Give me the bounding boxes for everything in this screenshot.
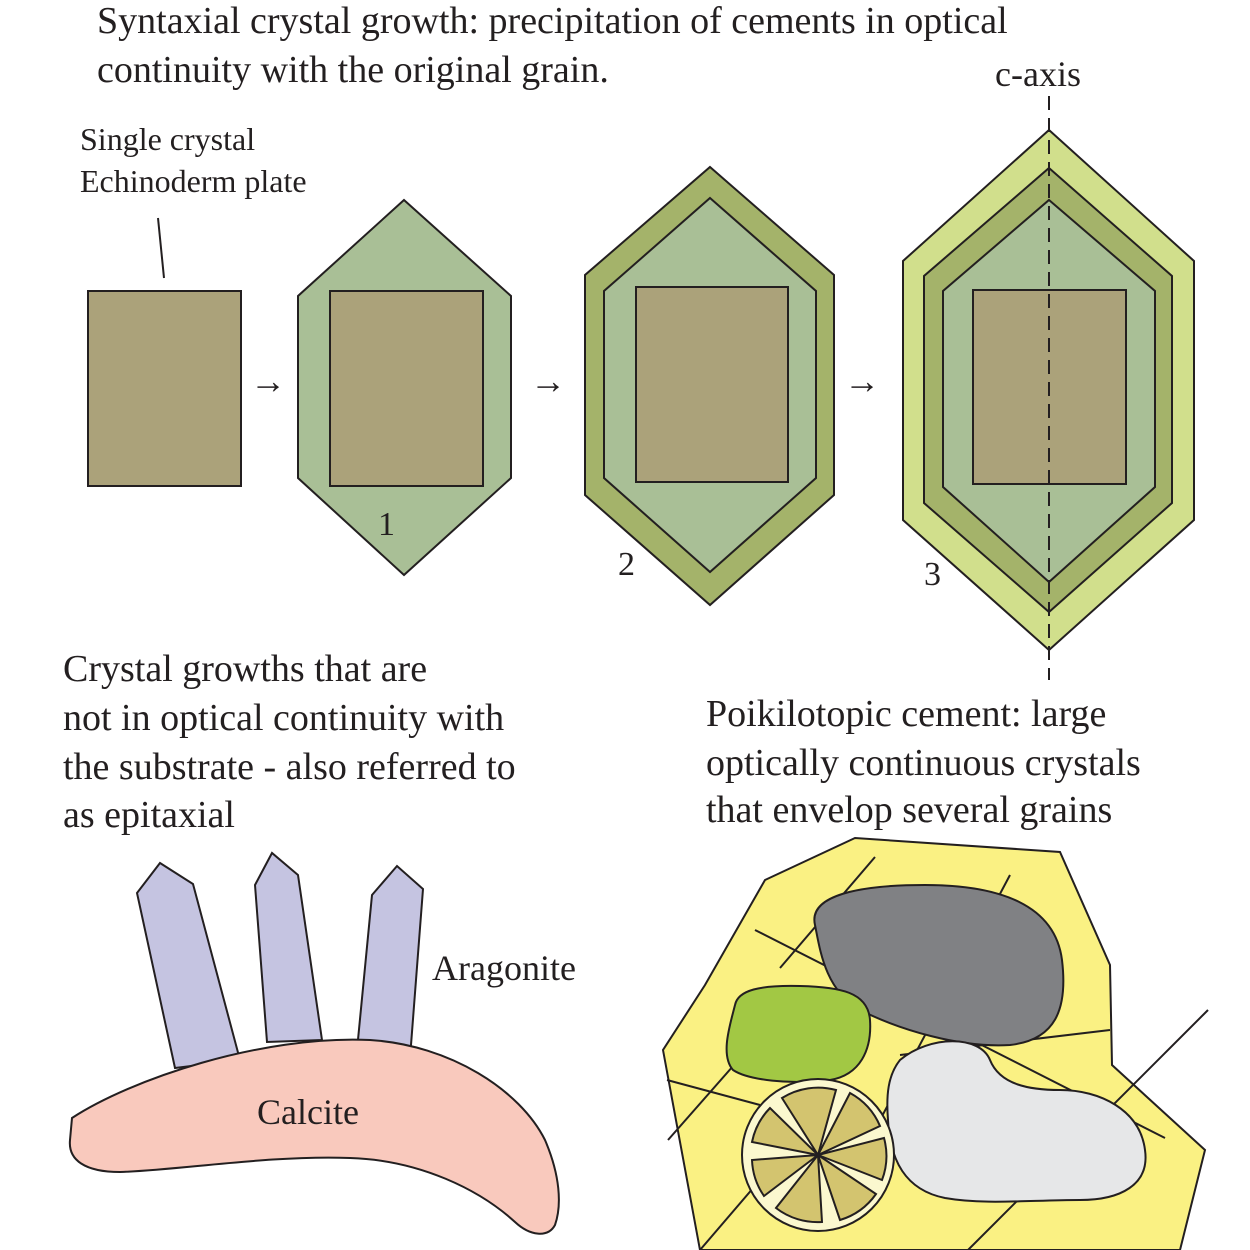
title-line-1: Syntaxial crystal growth: precipitation … bbox=[97, 0, 1008, 42]
aragonite-crystal-1 bbox=[135, 861, 242, 1070]
poikilotopic-line-2: optically continuous crystals bbox=[706, 742, 1141, 784]
stage-1-grain bbox=[329, 290, 484, 487]
arrow-3: → bbox=[844, 361, 880, 401]
plate-label-line-1: Single crystal bbox=[80, 121, 255, 157]
arrow-1: → bbox=[250, 361, 286, 401]
aragonite-crystal-2 bbox=[253, 851, 324, 1044]
poikilotopic-cement bbox=[661, 836, 1209, 1250]
calcite-substrate bbox=[68, 1038, 560, 1235]
poikilotopic-line-1: Poikilotopic cement: large bbox=[706, 693, 1106, 735]
epitaxial-line-2: not in optical continuity with bbox=[63, 697, 504, 739]
stage-2-number: 2 bbox=[618, 546, 635, 583]
growth-stage-3 bbox=[902, 96, 1195, 680]
growth-stage-2 bbox=[584, 165, 835, 607]
plate-label-line-2: Echinoderm plate bbox=[80, 163, 307, 199]
grain-green bbox=[725, 984, 872, 1083]
original-echinoderm-plate bbox=[87, 217, 242, 487]
aragonite-crystals bbox=[135, 851, 425, 1070]
plate-leader-line bbox=[157, 217, 165, 279]
aragonite-crystal-3 bbox=[355, 864, 425, 1060]
stage-3-number: 3 bbox=[924, 556, 941, 593]
poikilotopic-line-3: that envelop several grains bbox=[706, 789, 1112, 831]
title-line-2: continuity with the original grain. bbox=[97, 49, 609, 91]
arrow-2: → bbox=[530, 361, 566, 401]
epitaxial-line-3: the substrate - also referred to bbox=[63, 746, 516, 788]
aragonite-label: Aragonite bbox=[432, 948, 576, 988]
calcite-label: Calcite bbox=[257, 1092, 359, 1132]
grain-fossil-segments bbox=[750, 1086, 888, 1224]
epitaxial-line-1: Crystal growths that are bbox=[63, 648, 427, 690]
c-axis-label: c-axis bbox=[995, 54, 1081, 94]
epitaxial-line-4: as epitaxial bbox=[63, 794, 235, 836]
plate-grain bbox=[87, 290, 242, 487]
growth-stage-1 bbox=[297, 198, 512, 577]
stage-2-grain bbox=[635, 286, 789, 483]
stage-1-number: 1 bbox=[378, 506, 395, 543]
